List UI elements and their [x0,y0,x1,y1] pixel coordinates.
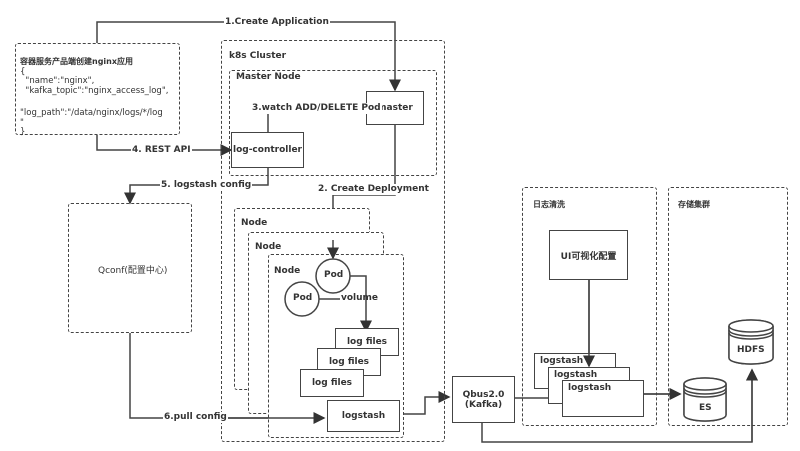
request-box-title: 容器服务产品端创建nginx应用 [20,57,134,66]
log-files-box-3: log files [300,369,364,397]
node-label-2: Node [255,242,282,252]
cleaning-logstash-label-2: logstash [554,370,598,380]
cleaning-logstash-label-3: logstash [568,383,612,393]
es-label: ES [699,403,712,413]
node-label-3: Node [274,266,301,276]
qbus-line-1: Qbus2.0 [462,389,505,400]
pod-label-1: Pod [324,270,344,280]
hdfs-label: HDFS [737,345,765,355]
edge-label-watch: 3.watch ADD/DELETE Pod [251,103,382,114]
edge-label-logstash-config: 5. logstash config [160,180,253,191]
edge-label-pull-config: 6.pull config [163,412,228,423]
volume-label: volume [341,293,379,303]
node-label-1: Node [241,218,268,228]
request-line-1: "name":"nginx", [20,76,95,86]
pod-label-2: Pod [293,293,313,303]
request-line-2: "kafka_topic":"nginx_access_log", [20,86,169,96]
edge-label-create-application: 1.Create Application [224,17,330,28]
storage-group [668,187,788,426]
edge-label-create-deployment: 2. Create Deployment [317,184,430,195]
qbus-line-2: (Kafka) [464,399,503,410]
request-line-6: } [20,127,26,137]
cleaning-logstash-box-3: logstash [562,380,644,417]
cleaning-logstash-label-1: logstash [540,356,584,366]
master-node-group [229,70,437,176]
qconf-box [68,203,192,333]
request-line-0: { [20,67,26,77]
request-line-4: "log_path":"/data/nginx/logs/*/log [20,108,163,118]
log-controller-box: log-controller [231,132,304,168]
request-box [15,43,180,135]
qbus-box: Qbus2.0 (Kafka) [452,376,515,423]
request-line-5: " [20,118,24,128]
k8s-cluster-group [221,40,445,442]
k8s-cluster-label: k8s Cluster [229,51,287,61]
qconf-label: Qconf(配置中心) [98,266,168,276]
master-node-label: Master Node [236,72,301,82]
edge-logstash-qbus [400,391,451,415]
ui-config-box: UI可视化配置 [549,230,628,280]
log-cleaning-label: 日志清洗 [533,200,565,209]
edge-label-rest-api: 4. REST API [131,145,192,156]
storage-label: 存储集群 [678,200,710,209]
node-logstash-box: logstash [327,400,400,432]
log-cleaning-group [522,187,657,426]
